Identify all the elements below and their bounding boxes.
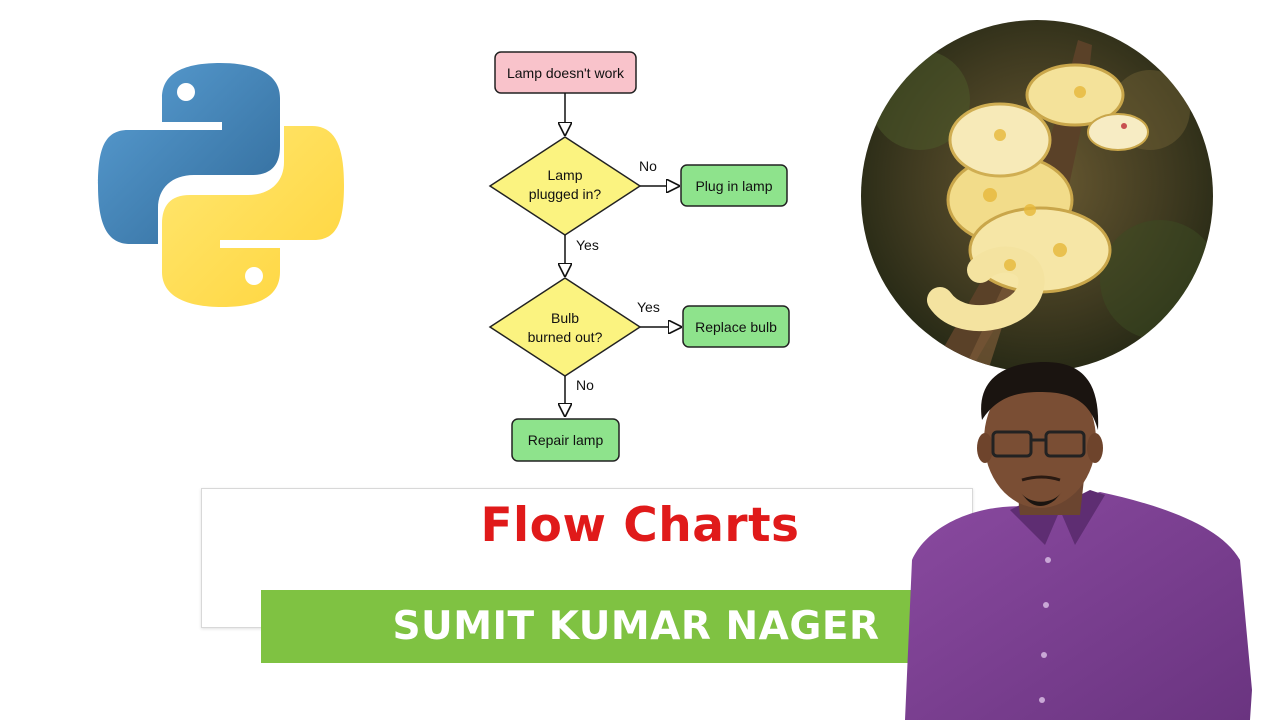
- action-node-plug-in: [680, 164, 788, 207]
- action-node-repair: [511, 418, 620, 462]
- decision-label-line1: Lamp: [547, 167, 582, 183]
- action-label-plug-in: Plug in lamp: [695, 178, 772, 194]
- branch-label-no: No: [576, 377, 594, 393]
- author-name: SUMIT KUMAR NAGER: [392, 604, 880, 649]
- action-label-repair: Repair lamp: [528, 432, 604, 448]
- action-node-replace-bulb: [682, 305, 790, 348]
- title-text: Flow Charts: [480, 498, 800, 553]
- action-label-replace-bulb: Replace bulb: [695, 319, 777, 335]
- decision-label-line1: Bulb: [551, 310, 579, 326]
- decision-label-line2: burned out?: [528, 329, 603, 345]
- start-node-label: Lamp doesn't work: [507, 65, 625, 81]
- name-banner: [261, 590, 931, 663]
- branch-label-no: No: [639, 158, 657, 174]
- decision-label-line2: plugged in?: [529, 186, 602, 202]
- branch-label-yes: Yes: [576, 237, 599, 253]
- branch-label-yes: Yes: [637, 299, 660, 315]
